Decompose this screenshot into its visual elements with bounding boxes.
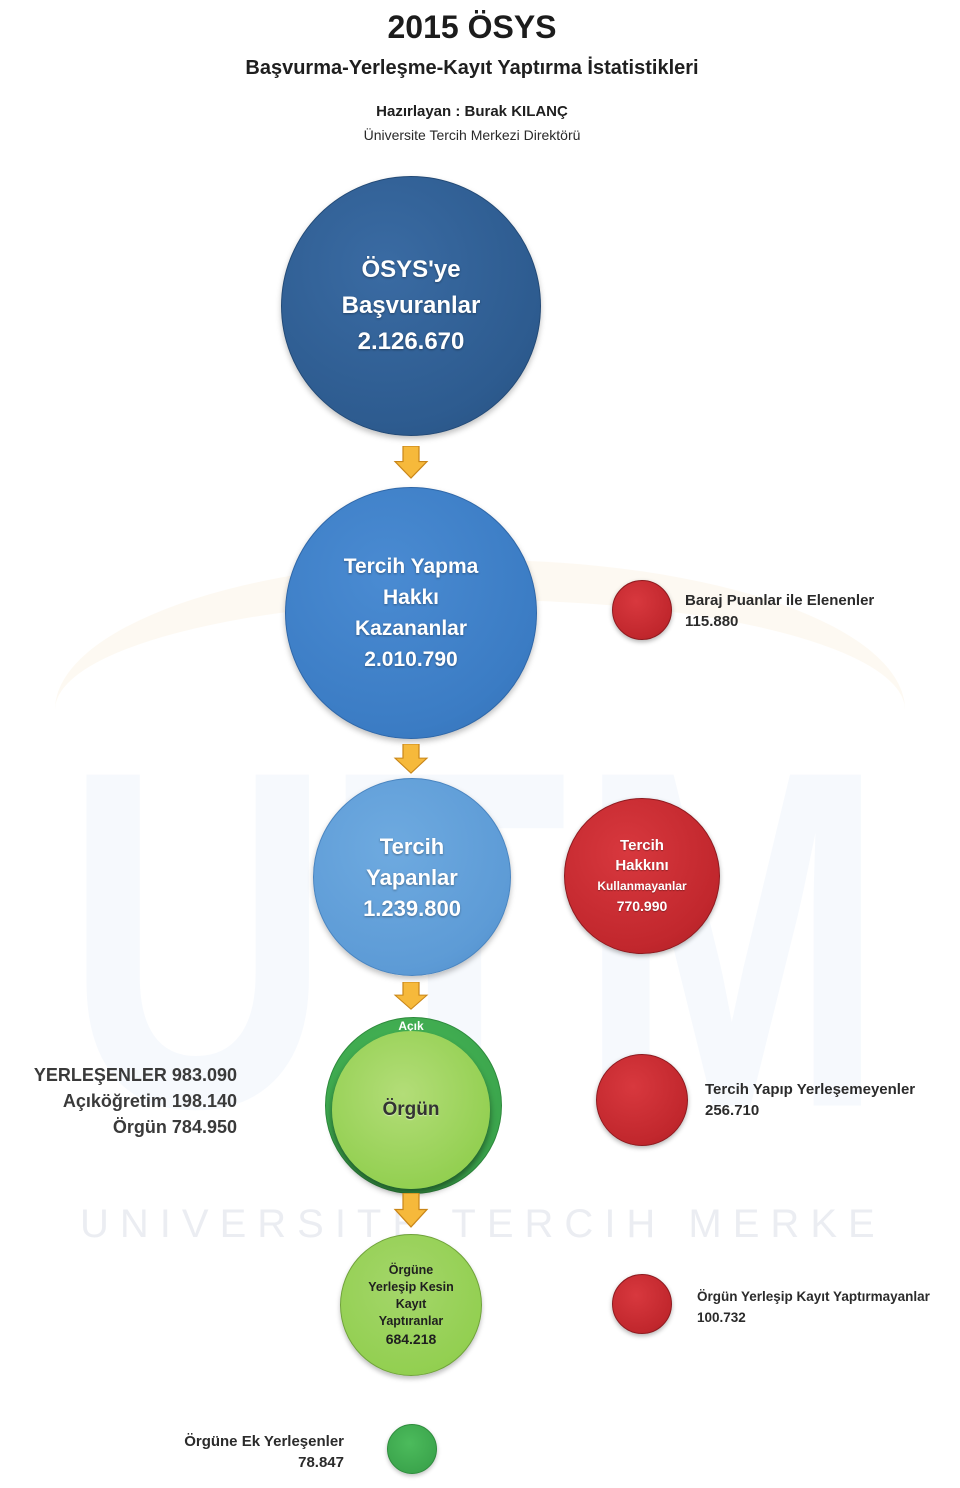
applied-label-line: Tercih — [379, 833, 445, 859]
not-enrolled-label: Örgün Yerleşip Kayıt Yaptırmayanlar — [697, 1289, 930, 1304]
applicants-circle: ÖSYS'ye Başvuranlar 2.126.670 — [281, 176, 541, 436]
not-used-label-line: Hakkını — [615, 857, 669, 874]
applied-circle: Tercih Yapanlar 1.239.800 — [313, 778, 511, 976]
not-enrolled-circle — [612, 1274, 672, 1334]
eligible-label-line: Tercih Yapma — [343, 555, 479, 578]
summary-label: Örgün — [112, 1117, 167, 1137]
down-arrow-icon — [393, 446, 429, 479]
eligible-label-line: Kazananlar — [354, 617, 468, 640]
applicants-value: 2.126.670 — [357, 328, 465, 355]
author-line: Hazırlayan : Burak KILANÇ — [376, 103, 568, 120]
additional-placed-caption: Örgüne Ek Yerleşenler 78.847 — [140, 1431, 344, 1473]
not-used-label-line: Kullanmayanlar — [597, 879, 687, 893]
page-title: 2015 ÖSYS — [387, 9, 557, 45]
summary-label: YERLEŞENLER — [33, 1065, 167, 1085]
watermark-text: UNIVERSITE TERCIH MERKEZI — [80, 1202, 880, 1246]
summary-value: 198.140 — [171, 1091, 237, 1111]
down-arrow-icon — [393, 982, 429, 1010]
not-placed-label: Tercih Yapıp Yerleşemeyenler — [705, 1081, 916, 1098]
applied-label-line: Yapanlar — [366, 864, 458, 890]
eligible-value: 2.010.790 — [364, 648, 458, 671]
applicants-label-line: Başvuranlar — [341, 292, 481, 319]
enrolled-label-line: Örgüne — [388, 1262, 434, 1277]
summary-row: Açıköğretim 198.140 — [10, 1088, 237, 1114]
not-placed-value: 256.710 — [705, 1102, 760, 1119]
page-subtitle: Başvurma-Yerleşme-Kayıt Yaptırma İstatis… — [245, 57, 699, 79]
enrolled-value: 684.218 — [385, 1330, 437, 1347]
summary-label: Açıköğretim — [62, 1091, 167, 1111]
placed-formal-label: Örgün — [382, 1099, 440, 1120]
eligible-label-line: Hakkı — [382, 586, 440, 609]
summary-row: YERLEŞENLER 983.090 — [10, 1062, 237, 1088]
not-placed-caption: Tercih Yapıp Yerleşemeyenler 256.710 — [705, 1079, 915, 1121]
threshold-eliminated-caption: Baraj Puanlar ile Elenenler 115.880 — [685, 590, 874, 632]
placed-formal-education-circle: Örgün — [332, 1031, 490, 1189]
not-enrolled-caption: Örgün Yerleşip Kayıt Yaptırmayanlar 100.… — [697, 1286, 930, 1328]
enrolled-label-line: Kayıt — [395, 1296, 427, 1311]
not-used-circle: Tercih Hakkını Kullanmayanlar 770.990 — [564, 798, 720, 954]
enrolled-circle: Örgüne Yerleşip Kesin Kayıt Yaptıranlar … — [340, 1234, 482, 1376]
placement-summary: YERLEŞENLER 983.090 Açıköğretim 198.140 … — [10, 1062, 237, 1140]
summary-value: 983.090 — [171, 1065, 237, 1085]
enrolled-label-line: Yaptıranlar — [378, 1313, 444, 1328]
threshold-eliminated-value: 115.880 — [685, 613, 739, 630]
applicants-label-line: ÖSYS'ye — [361, 256, 461, 283]
additional-placed-circle — [387, 1424, 437, 1474]
author-role: Üniversite Tercih Merkezi Direktörü — [363, 127, 581, 143]
not-used-value: 770.990 — [616, 898, 668, 914]
summary-row: Örgün 784.950 — [10, 1114, 237, 1140]
not-enrolled-value: 100.732 — [697, 1310, 746, 1325]
summary-value: 784.950 — [171, 1117, 237, 1137]
down-arrow-icon — [393, 1193, 429, 1228]
threshold-eliminated-label: Baraj Puanlar ile Elenenler — [685, 592, 875, 609]
not-used-label-line: Tercih — [620, 837, 664, 854]
not-placed-circle — [596, 1054, 688, 1146]
additional-placed-label: Örgüne Ek Yerleşenler — [184, 1433, 344, 1450]
down-arrow-icon — [393, 744, 429, 774]
eligible-circle: Tercih Yapma Hakkı Kazananlar 2.010.790 — [285, 487, 537, 739]
applied-value: 1.239.800 — [363, 895, 461, 921]
placed-open-label: Açık — [398, 1019, 424, 1033]
additional-placed-value: 78.847 — [298, 1454, 344, 1471]
threshold-eliminated-circle — [612, 580, 672, 640]
enrolled-label-line: Yerleşip Kesin — [368, 1279, 454, 1294]
